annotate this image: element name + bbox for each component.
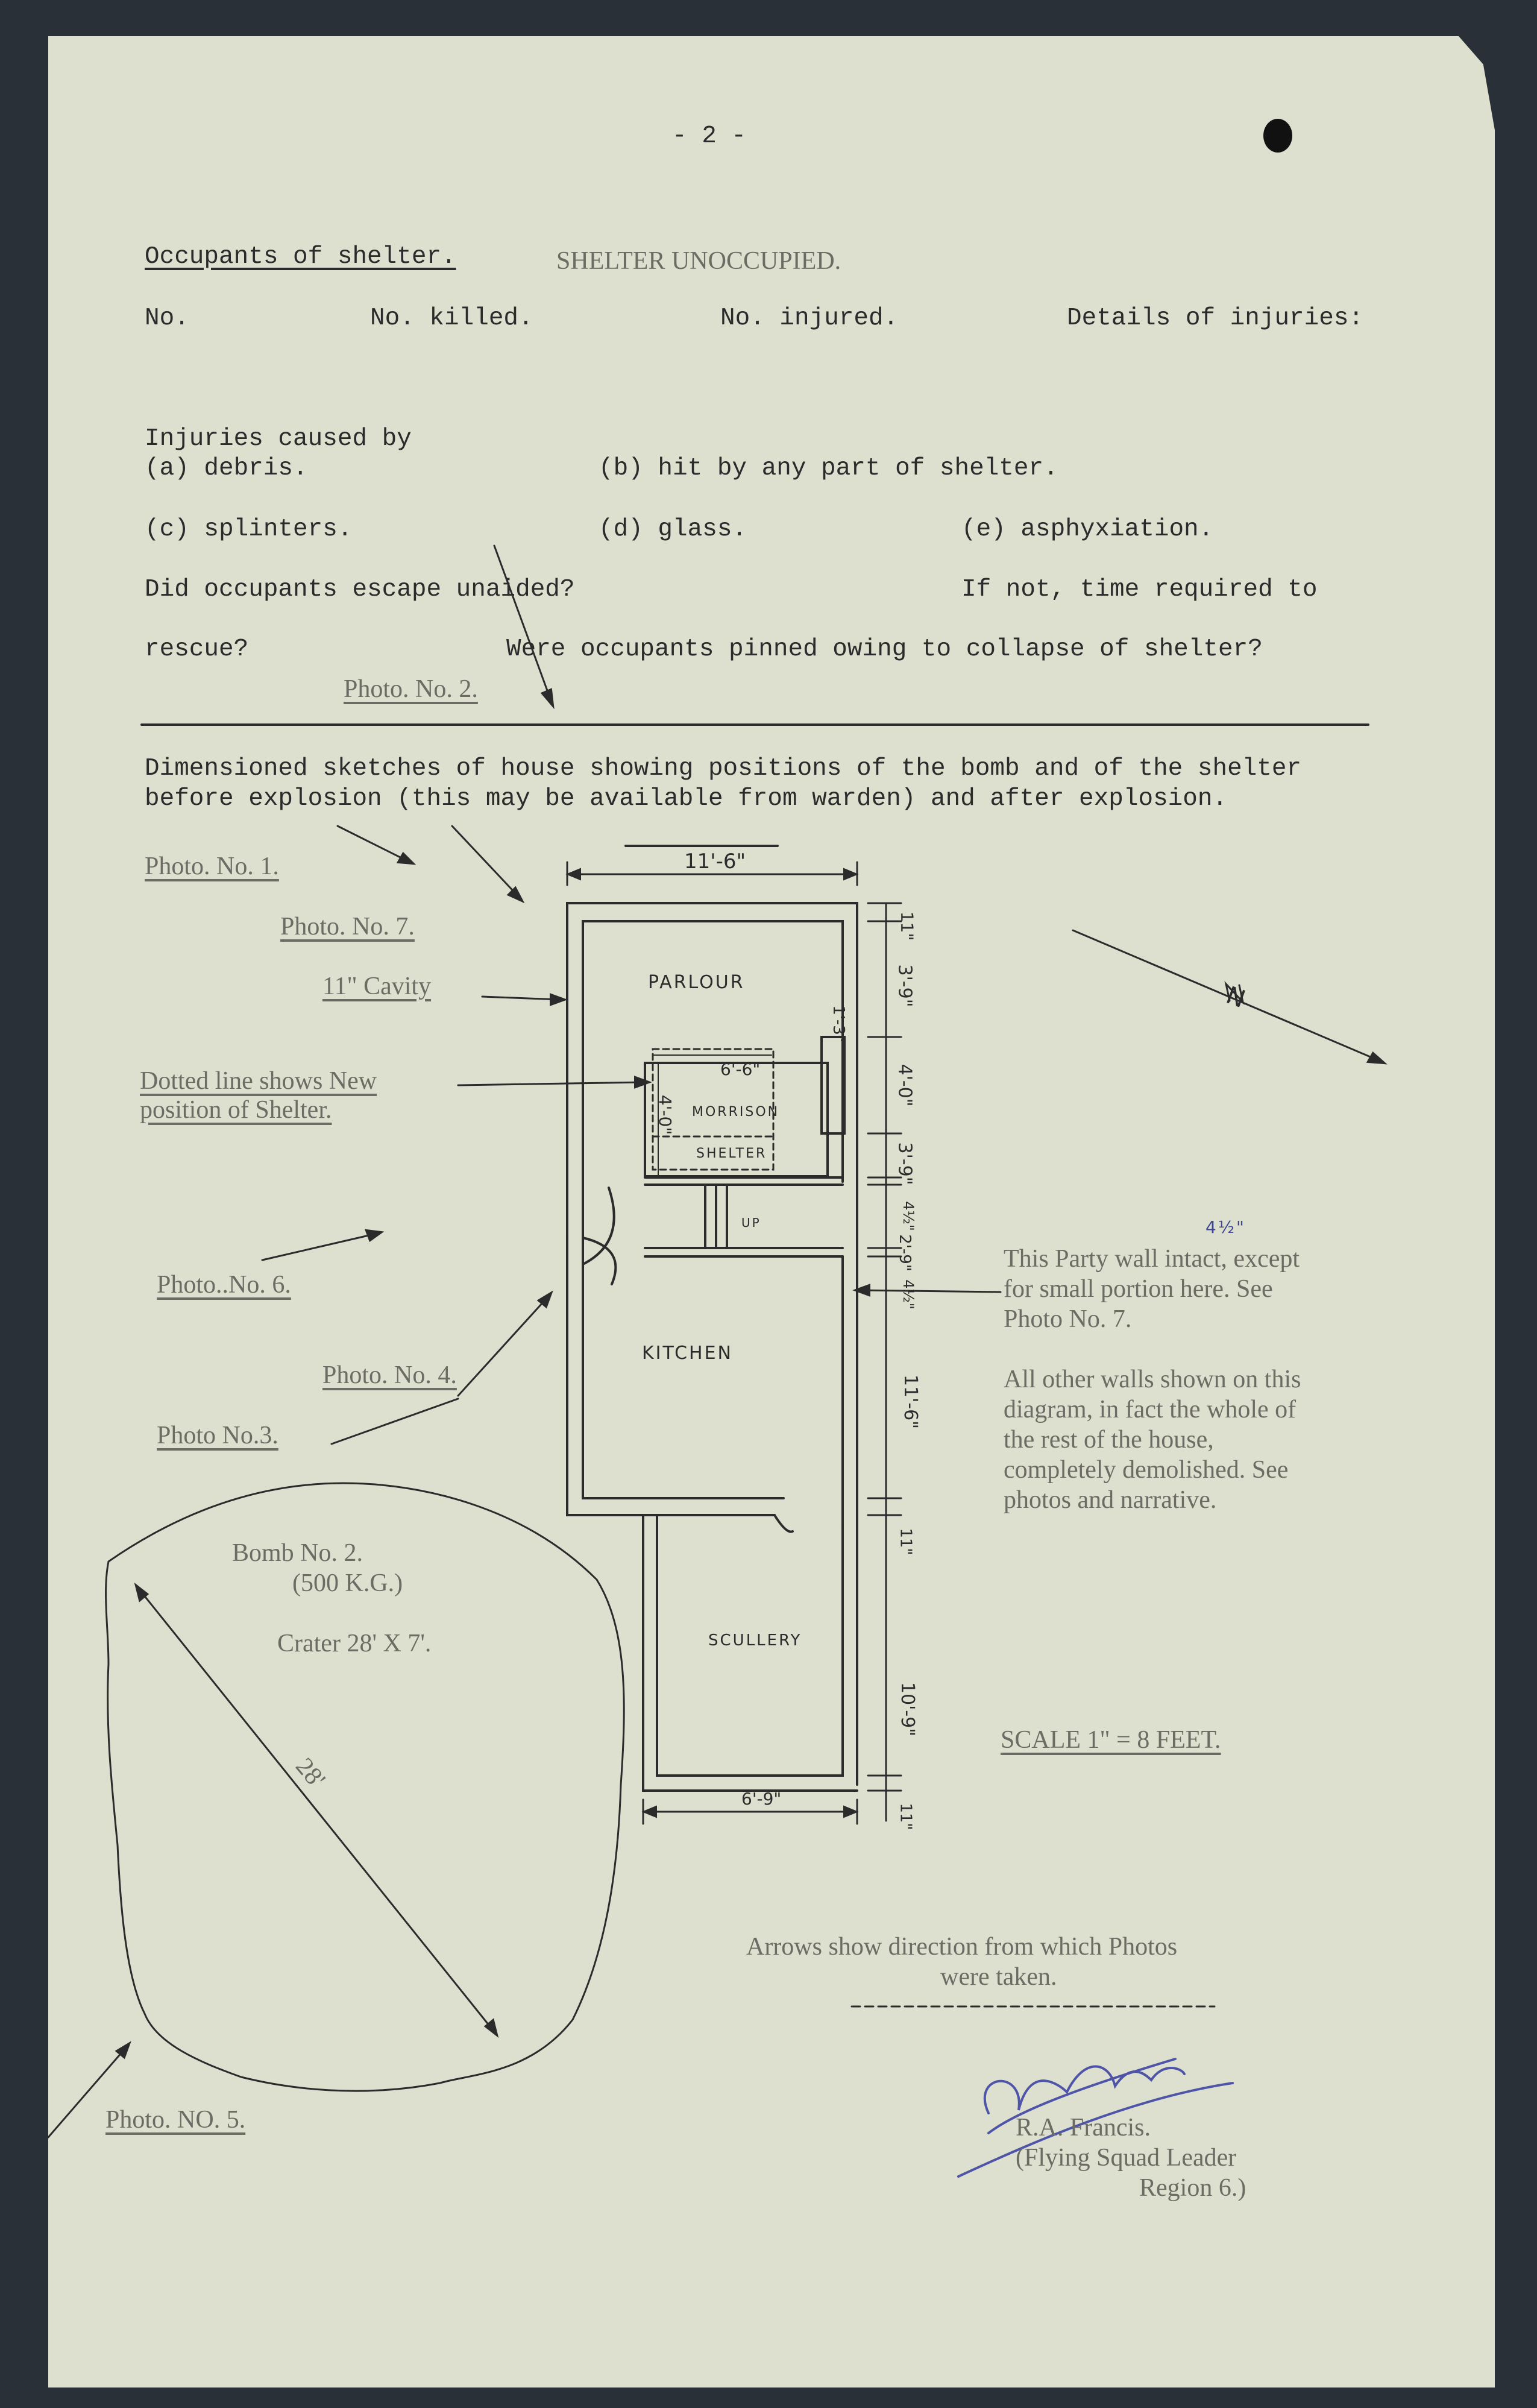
- photo-label-2: Photo. No. 2.: [344, 675, 478, 703]
- other-walls-note-2: diagram, in fact the whole of: [1004, 1396, 1297, 1423]
- party-wall-note-1: This Party wall intact, except: [1004, 1245, 1300, 1273]
- room-morrison: MORRISON: [692, 1105, 780, 1120]
- dim-shelter-width: 6'-6": [720, 1059, 761, 1079]
- dim-v-c: 3'-9": [894, 1142, 916, 1185]
- party-wall-note-3: Photo No. 7.: [1004, 1305, 1132, 1333]
- dim-v-e: 2'-9": [895, 1234, 914, 1272]
- question-pinned: Were occupants pinned owing to collapse …: [506, 635, 1263, 663]
- injury-e: (e) asphyxiation.: [961, 515, 1214, 543]
- injury-c: (c) splinters.: [145, 515, 353, 543]
- dim-shelter-depth: 4'-0": [655, 1094, 676, 1135]
- other-walls-note-1: All other walls shown on this: [1004, 1366, 1301, 1393]
- room-parlour: PARLOUR: [648, 972, 745, 993]
- bomb-label-2: (500 K.G.): [292, 1569, 403, 1597]
- scale-label: SCALE 1" = 8 FEET.: [1001, 1726, 1221, 1754]
- party-wall-insert: 4½": [1205, 1217, 1246, 1237]
- room-kitchen: KITCHEN: [642, 1343, 733, 1364]
- occupants-heading: Occupants of shelter.: [145, 243, 456, 271]
- dotted-line-note-1: Dotted line shows New: [140, 1067, 377, 1095]
- injury-b: (b) hit by any part of shelter.: [599, 455, 1058, 482]
- plan-drawing: [48, 119, 1388, 2178]
- dim-v-j: 11": [896, 1803, 915, 1830]
- question-time: If not, time required to: [961, 576, 1318, 604]
- shelter-status: SHELTER UNOCCUPIED.: [556, 247, 841, 275]
- arrows-note-1: Arrows show direction from which Photos: [746, 1933, 1178, 1961]
- dim-v-b: 4'-0": [894, 1064, 916, 1107]
- other-walls-note-5: photos and narrative.: [1004, 1486, 1217, 1514]
- photo-label-6: Photo..No. 6.: [157, 1271, 291, 1299]
- other-walls-note-4: completely demolished. See: [1004, 1456, 1289, 1484]
- stair-up: UP: [741, 1215, 761, 1230]
- dim-v-i: 10'-9": [897, 1682, 919, 1737]
- cavity-label: 11" Cavity: [322, 972, 432, 1000]
- question-rescue: rescue?: [145, 635, 249, 663]
- col-killed: No. killed.: [370, 304, 533, 332]
- injury-d: (d) glass.: [599, 515, 747, 543]
- dim-v-top: 11": [897, 911, 917, 941]
- photo-label-7: Photo. No. 7.: [280, 913, 415, 941]
- page-number: - 2 -: [672, 122, 747, 150]
- document-page: - 2 - Occupants of shelter. SHELTER UNOC…: [48, 36, 1495, 2388]
- other-walls-note-3: the rest of the house,: [1004, 1426, 1214, 1454]
- col-injured: No. injured.: [720, 304, 899, 332]
- col-no: No.: [145, 304, 189, 332]
- photo-label-4: Photo. No. 4.: [322, 1361, 457, 1389]
- dim-top-width: 11'-6": [684, 849, 746, 874]
- dim-v-d: 4½": [899, 1201, 917, 1231]
- question-escape: Did occupants escape unaided?: [145, 576, 575, 604]
- dim-v-f: 4½": [899, 1279, 917, 1310]
- sketch-instruction-2: before explosion (this may be available …: [145, 785, 1228, 813]
- room-scullery: SCULLERY: [708, 1631, 802, 1650]
- dim-v-a: 3'-9": [894, 964, 916, 1007]
- signatory-name: R.A. Francis.: [1016, 2114, 1151, 2142]
- dim-scullery-width: 6'-9": [741, 1789, 782, 1809]
- col-details: Details of injuries:: [1067, 304, 1364, 332]
- photo-label-1: Photo. No. 1.: [145, 853, 279, 880]
- injuries-heading: Injuries caused by: [145, 425, 412, 453]
- sketch-instruction-1: Dimensioned sketches of house showing po…: [145, 755, 1302, 783]
- signatory-region: Region 6.): [1139, 2174, 1246, 2202]
- photo-label-5: Photo. NO. 5.: [105, 2106, 246, 2134]
- bomb-label-3: Crater 28' X 7'.: [277, 1630, 432, 1657]
- dim-v-g: 11'-6": [900, 1374, 922, 1429]
- dotted-line-note-2: position of Shelter.: [140, 1096, 332, 1124]
- bomb-label-1: Bomb No. 2.: [232, 1539, 363, 1567]
- photo-label-3: Photo No.3.: [157, 1422, 278, 1449]
- room-shelter: SHELTER: [696, 1146, 767, 1161]
- arrows-note-2: were taken.: [940, 1963, 1057, 1991]
- dim-shelter-gap: 1'-3": [829, 1005, 847, 1042]
- signatory-title: (Flying Squad Leader: [1016, 2144, 1237, 2172]
- dim-v-h: 11": [896, 1528, 915, 1555]
- injury-a: (a) debris.: [145, 455, 308, 482]
- party-wall-note-2: for small portion here. See: [1004, 1275, 1273, 1303]
